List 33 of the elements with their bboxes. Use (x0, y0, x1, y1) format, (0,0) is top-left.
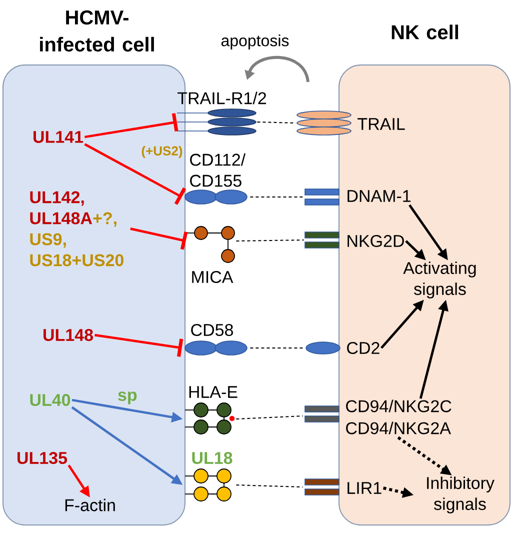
binding-line (256, 122, 296, 124)
process-label: apoptosis (221, 34, 289, 50)
inhibition-line (84, 113, 178, 138)
protein-label: DNAM-1 (348, 190, 411, 202)
protein-label: CD94/NKG2A (346, 422, 451, 434)
protein-label: TRAIL (358, 118, 405, 130)
protein-label: UL18 (192, 452, 232, 464)
protein-label: CD58 (191, 324, 233, 336)
protein-label: UL40 (30, 394, 70, 406)
cell-heading: NK cell (392, 24, 458, 40)
protein-label: UL135 (18, 452, 68, 464)
protein-label: NKG2D (348, 234, 404, 248)
protein-label: CD112/ CD155 (190, 153, 246, 187)
protein-label: TRAIL-R1/2 (178, 92, 266, 104)
text-label: Inhibitory signals (427, 476, 494, 514)
binding-line (236, 484, 304, 488)
protein-label: (+US2) (142, 146, 182, 158)
protein-label: MICA (192, 270, 234, 284)
protein-label: UL148 (44, 328, 93, 342)
text-label: F-actin (65, 498, 115, 512)
cell-heading: HCMV-infected cell (40, 10, 154, 52)
protein-label: UL142, UL148A+?, US9, US18+US20 (30, 191, 124, 266)
protein-label: LIR1 (348, 482, 382, 494)
text-label: Activating signals (403, 262, 476, 298)
inhibition-line (130, 228, 188, 250)
edge-label: sp (118, 392, 137, 404)
binding-line (250, 196, 304, 198)
protein-label: CD94/NKG2C (346, 400, 452, 412)
protein-label: CD2 (347, 342, 380, 354)
binding-line (236, 416, 304, 420)
binding-line (236, 240, 304, 242)
protein-label: UL141 (34, 131, 84, 143)
protein-label: HLA-E (189, 386, 238, 398)
